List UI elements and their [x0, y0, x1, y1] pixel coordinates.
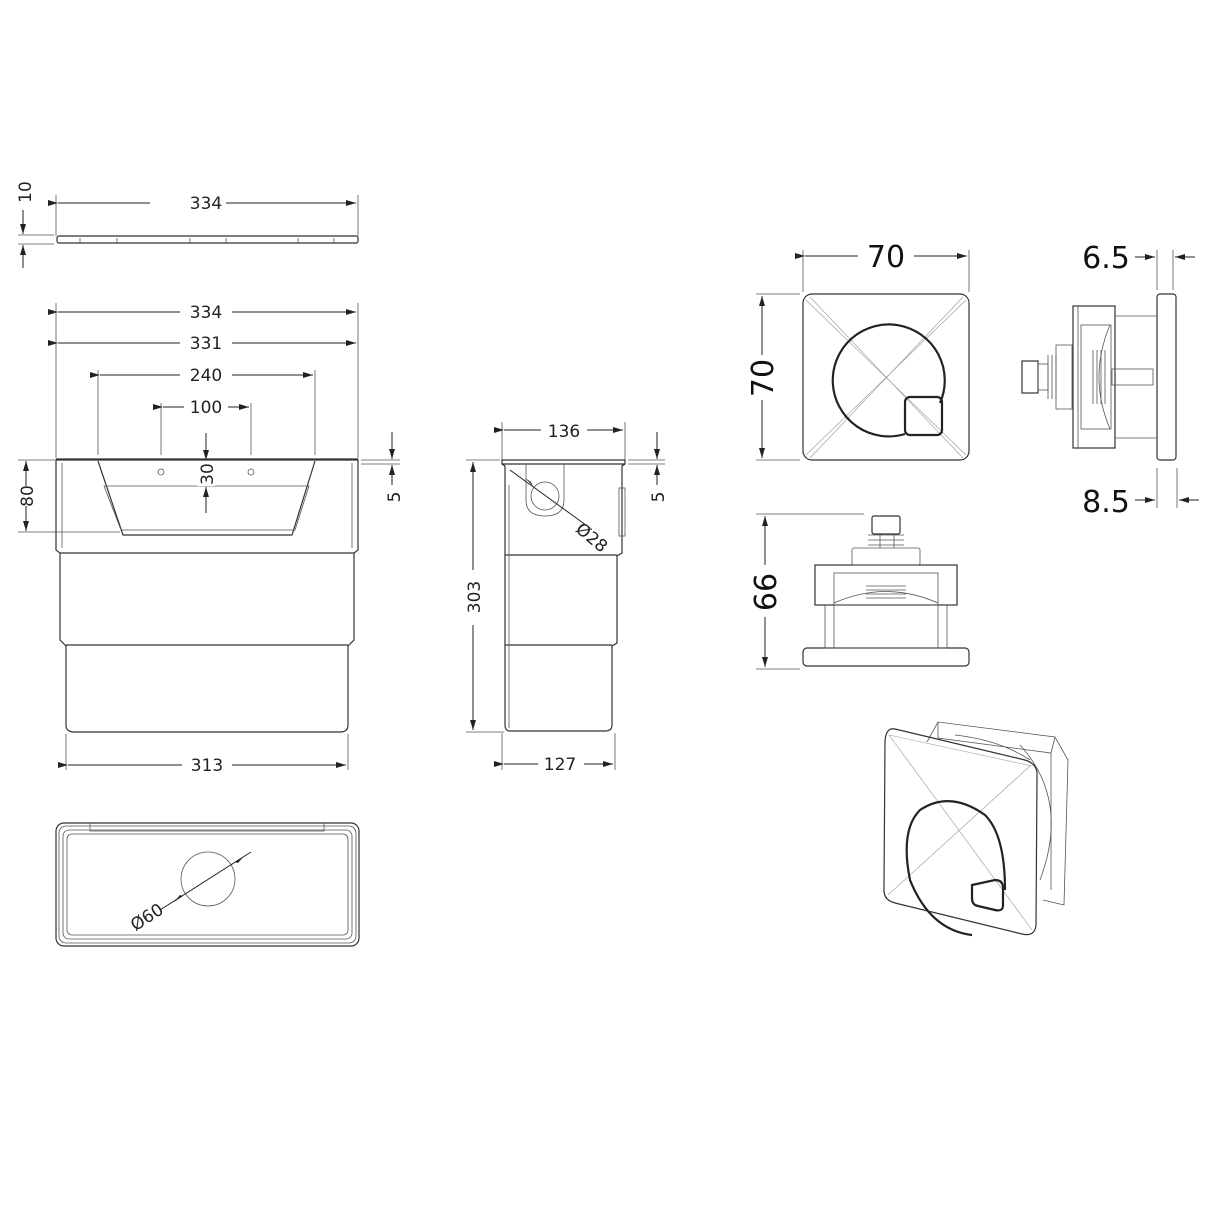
- lid-width-label: 334: [190, 194, 222, 214]
- button-width-label: 70: [867, 240, 905, 275]
- front-lip-label: 5: [385, 492, 405, 503]
- button-plate-back-label: 8.5: [1082, 485, 1130, 520]
- button-height-label: 70: [746, 359, 781, 397]
- lid-side-view: 334 10: [16, 181, 359, 268]
- button-plate-front-label: 6.5: [1082, 241, 1130, 276]
- side-inlet-diameter-label: Ø28: [571, 519, 611, 557]
- top-outlet-diameter-label: Ø60: [127, 900, 167, 936]
- cistern-side-view: 136 Ø28 303 5 127: [465, 419, 669, 775]
- front-overall-width-label: 334: [190, 303, 222, 323]
- cistern-front-view: 334 331 240 100 30 80: [18, 300, 405, 776]
- side-height-label: 303: [465, 581, 485, 613]
- front-cutout-width-label: 240: [190, 366, 222, 386]
- button-front-view: 70 70: [746, 238, 970, 461]
- front-hole-depth-label: 30: [198, 463, 218, 485]
- button-side-view: 6.5 8.5: [1021, 241, 1199, 520]
- button-depth-label: 66: [749, 573, 784, 611]
- side-top-depth-label: 136: [548, 422, 580, 442]
- button-top-view: 66: [749, 513, 970, 670]
- side-lip-label: 5: [649, 492, 669, 503]
- front-hole-spacing-label: 100: [190, 398, 222, 418]
- lid-thickness-label: 10: [16, 181, 36, 203]
- side-bottom-depth-label: 127: [544, 755, 576, 775]
- front-recess-height-label: 80: [18, 485, 38, 507]
- cistern-top-view: Ø60: [55, 822, 360, 947]
- front-bottom-width-label: 313: [191, 756, 223, 776]
- front-inner-width-label: 331: [190, 334, 222, 354]
- button-isometric-view: [883, 721, 1069, 937]
